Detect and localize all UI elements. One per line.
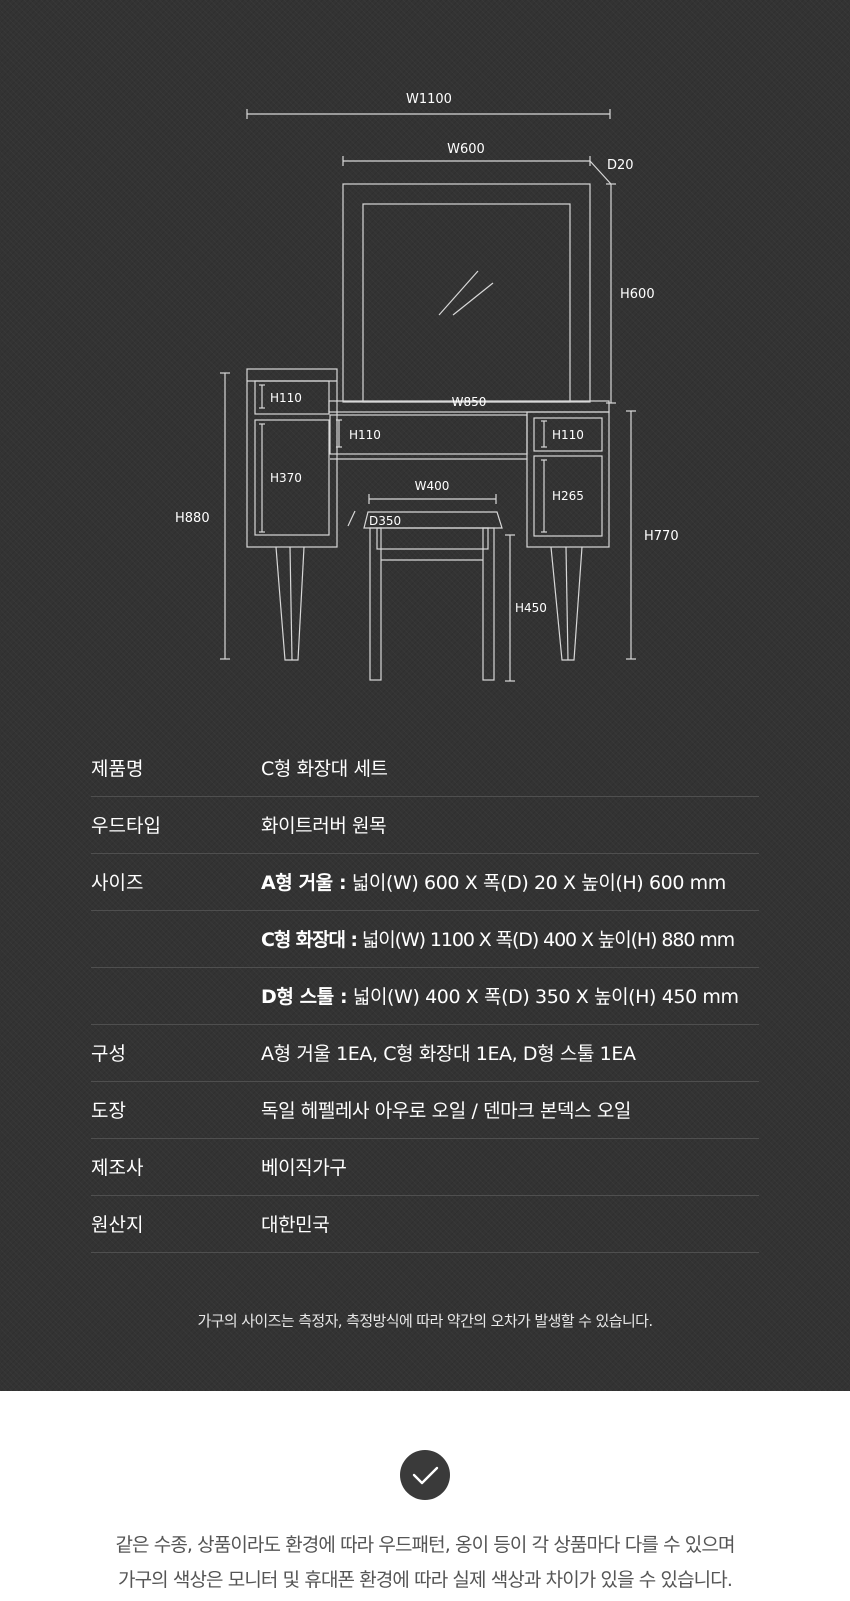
stool-apron xyxy=(376,527,489,550)
spec-value: A형 거울 : 넓이(W) 600 X 폭(D) 20 X 높이(H) 600 … xyxy=(261,872,726,894)
w400-label: W400 xyxy=(415,479,450,493)
spec-row-wood-type: 우드타입 화이트러버 원목 xyxy=(91,797,759,854)
spec-row-finish: 도장 독일 헤펠레사 아우로 오일 / 덴마크 본덱스 오일 xyxy=(91,1082,759,1139)
product-notice: 같은 수종, 상품이라도 환경에 따라 우드패턴, 옹이 등이 각 상품마다 다… xyxy=(0,1528,850,1598)
h600-label: H600 xyxy=(620,287,655,302)
h110-center-label: H110 xyxy=(349,428,381,442)
spec-row-origin: 원산지 대한민국 xyxy=(91,1196,759,1253)
spec-label: 구성 xyxy=(91,1043,126,1065)
h880-label: H880 xyxy=(175,511,210,526)
notice-line-1: 같은 수종, 상품이라도 환경에 따라 우드패턴, 옹이 등이 각 상품마다 다… xyxy=(115,1534,735,1556)
spec-label: 제품명 xyxy=(91,758,144,780)
vanity-top xyxy=(328,400,610,413)
spec-value: 화이트러버 원목 xyxy=(261,815,387,837)
w850-label: W850 xyxy=(452,395,487,409)
h450-label: H450 xyxy=(515,601,547,615)
stool-seat xyxy=(363,511,503,529)
right-cabinet xyxy=(526,411,610,548)
w1100-label: W1100 xyxy=(406,92,452,107)
spec-row-size-mirror: 사이즈 A형 거울 : 넓이(W) 600 X 폭(D) 20 X 높이(H) … xyxy=(91,854,759,911)
spec-value: C형 화장대 : 넓이(W) 1100 X 폭(D) 400 X 높이(H) 8… xyxy=(261,929,735,951)
h110-right-label: H110 xyxy=(552,428,584,442)
spec-label: 우드타입 xyxy=(91,815,161,837)
spec-label: 사이즈 xyxy=(91,872,144,894)
spec-label: 제조사 xyxy=(91,1157,144,1179)
w600-label: W600 xyxy=(447,142,485,157)
spec-value: A형 거울 1EA, C형 화장대 1EA, D형 스툴 1EA xyxy=(261,1043,636,1065)
spec-value: 독일 헤펠레사 아우로 오일 / 덴마크 본덱스 오일 xyxy=(261,1100,631,1122)
h370-label: H370 xyxy=(270,471,302,485)
check-circle-icon xyxy=(400,1450,450,1500)
spec-row-composition: 구성 A형 거울 1EA, C형 화장대 1EA, D형 스툴 1EA xyxy=(91,1025,759,1082)
spec-value: 대한민국 xyxy=(261,1214,330,1236)
h265-label: H265 xyxy=(552,489,584,503)
spec-row-product-name: 제품명 C형 화장대 세트 xyxy=(91,740,759,797)
spec-row-size-stool: D형 스툴 : 넓이(W) 400 X 폭(D) 350 X 높이(H) 450… xyxy=(91,968,759,1025)
spec-label: 원산지 xyxy=(91,1214,144,1236)
spec-row-size-vanity: C형 화장대 : 넓이(W) 1100 X 폭(D) 400 X 높이(H) 8… xyxy=(91,911,759,968)
spec-row-manufacturer: 제조사 베이직가구 xyxy=(91,1139,759,1196)
mirror-outer-frame xyxy=(342,183,591,403)
h770-label: H770 xyxy=(644,529,679,544)
spec-value: C형 화장대 세트 xyxy=(261,758,388,780)
size-tolerance-note: 가구의 사이즈는 측정자, 측정방식에 따라 약간의 오차가 발생할 수 있습니… xyxy=(197,1312,653,1330)
spec-value: D형 스툴 : 넓이(W) 400 X 폭(D) 350 X 높이(H) 450… xyxy=(261,986,739,1008)
d20-label: D20 xyxy=(607,158,634,173)
mirror-inner-frame xyxy=(362,203,571,403)
spec-label: 도장 xyxy=(91,1100,126,1122)
notice-line-2: 가구의 색상은 모니터 및 휴대폰 환경에 따라 실제 색상과 차이가 있을 수… xyxy=(118,1569,733,1591)
spec-section-background xyxy=(0,0,850,1391)
d20-dim-line xyxy=(589,160,612,185)
dimension-diagram: W1100 W600 D20 H600 W850 H110 H370 H110 … xyxy=(175,92,679,682)
d350-dim-line xyxy=(347,510,356,527)
spec-table: 제품명 C형 화장대 세트 우드타입 화이트러버 원목 사이즈 A형 거울 : … xyxy=(91,740,759,1253)
spec-value: 베이직가구 xyxy=(261,1157,347,1179)
left-cabinet xyxy=(246,368,338,548)
d350-label: D350 xyxy=(369,514,401,528)
h110-left-label: H110 xyxy=(270,391,302,405)
